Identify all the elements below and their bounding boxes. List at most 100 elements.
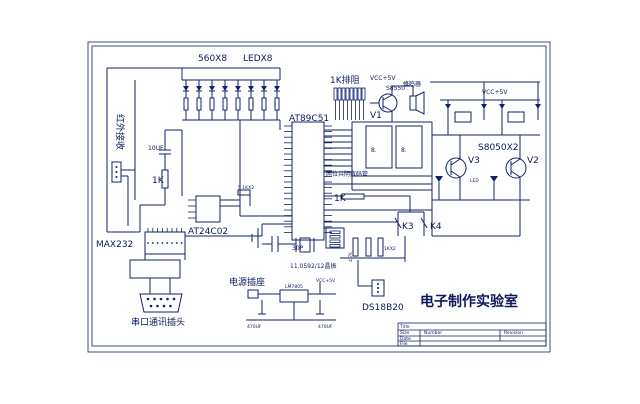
max232-pin-dot (166, 242, 169, 244)
keys-k3-k4 (394, 211, 428, 236)
db9-pin (172, 297, 176, 301)
tb-revision: Revision (504, 330, 523, 336)
res-4k7 (340, 236, 406, 262)
dip-toggle (329, 230, 341, 234)
db9-pin (156, 304, 159, 308)
eeprom-chip (188, 189, 251, 223)
lab-title: 电子制作实验室 (420, 293, 518, 310)
res-pack-element (353, 87, 358, 101)
cap-470uf-2-label: 470UF (318, 324, 333, 330)
s8550-label: S8550 (386, 85, 405, 92)
led-array-label: LEDX8 (243, 54, 273, 64)
tb-size: Size (400, 330, 409, 336)
vcc-label-3: VCC+5V (316, 278, 336, 284)
res-pack-label: 1K排阻 (330, 74, 360, 86)
led-column (209, 80, 215, 120)
crystal-oscillator (262, 236, 315, 253)
res-pack-element (341, 87, 346, 101)
v1-label: V1 (370, 111, 382, 121)
interconnect-wires (181, 120, 521, 237)
res-pack-element (337, 87, 342, 101)
tb-number: Number (424, 330, 442, 336)
regulator-label: LM7805 (285, 284, 303, 290)
max232-pin-dot (147, 242, 149, 244)
ds18b20-sensor (357, 260, 385, 297)
max232-chip (129, 228, 186, 279)
res-1k-b-label: 1K (334, 194, 347, 204)
dip-switch (325, 227, 345, 249)
led-bank (128, 67, 281, 121)
svg-text:8.: 8. (401, 147, 407, 154)
dip-toggle (329, 235, 341, 239)
crystal-label: 11.0592/12晶振 (290, 262, 336, 270)
db9-pin (162, 304, 166, 308)
tb-date: Date (400, 336, 411, 342)
db9-pin (166, 297, 169, 301)
res-pack-element (357, 87, 362, 101)
reset-network (139, 129, 182, 232)
led-column (222, 80, 228, 120)
led-column (183, 80, 189, 120)
serial-port-label: 串口通讯插头 (131, 316, 185, 328)
power-socket-label: 电源插座 (229, 276, 265, 288)
seg-display-label: 两位共阴数码管 (326, 170, 368, 178)
relay-section (430, 81, 541, 136)
res-array-label: 560X8 (198, 54, 227, 64)
v2-label: V2 (527, 156, 539, 166)
cap-470uf-1-label: 470UF (247, 324, 262, 330)
mcu-label: AT89C51 (289, 114, 329, 124)
k4-label: K4 (430, 222, 442, 232)
ds18b20-label: DS18B20 (362, 303, 404, 313)
resistor-pack (333, 87, 366, 120)
db9-pin (169, 304, 172, 308)
led-label: LED (470, 178, 479, 184)
status-leds (432, 176, 530, 201)
dip-toggle (329, 244, 341, 248)
power-supply (246, 282, 336, 321)
max232-pin-dot (151, 242, 154, 244)
led-column (261, 80, 267, 120)
res-pack-element (349, 87, 354, 101)
transistor-v2 (505, 135, 527, 200)
led-column (235, 80, 241, 120)
led-column (248, 80, 254, 120)
max232-pin-dot (180, 242, 183, 244)
k3-label: K3 (402, 222, 414, 232)
res-pack-element (361, 87, 366, 101)
svg-text:8.: 8. (371, 147, 377, 154)
cap-30p-label: 30P (292, 245, 304, 252)
res-1kx2-label: 1KX2 (384, 246, 396, 252)
res-51k-label: 5.1KX2 (238, 185, 254, 191)
max232-label: MAX232 (96, 240, 133, 250)
db9-pin (153, 297, 156, 301)
db9-pin (149, 304, 153, 308)
tb-title: Title (399, 324, 410, 330)
buzzer-label: 蜂鸣器 (403, 80, 421, 88)
cap-10uf-label: 10UF (148, 145, 164, 152)
transistor-v3 (445, 135, 467, 200)
buzzer (392, 85, 425, 115)
led-column (196, 80, 202, 120)
ir-receiver (111, 80, 136, 226)
res-pack-element (345, 87, 350, 101)
db9-pin (159, 297, 163, 301)
sheet-frame (87, 41, 551, 353)
max232-pin-dot (161, 242, 164, 244)
max232-pin-dot (171, 242, 173, 244)
res-47k-label: 4.7K (348, 251, 354, 262)
v3-label: V3 (468, 156, 480, 166)
dip-toggle (329, 239, 341, 243)
vcc-label-1: VCC+5V (370, 75, 396, 82)
title-block (397, 322, 547, 347)
ir-receiver-label: 红外接收 (114, 114, 126, 150)
serial-port (139, 278, 183, 313)
res-pack-element (333, 87, 338, 101)
s8050-label: S8050X2 (478, 143, 519, 153)
tb-file: File (400, 341, 408, 347)
res-1k-b (324, 193, 410, 200)
transistor-v1 (370, 86, 398, 122)
led-column (274, 80, 280, 120)
seven-segment-displays: 8. 8. (351, 121, 433, 191)
max232-pin-dot (156, 242, 159, 244)
